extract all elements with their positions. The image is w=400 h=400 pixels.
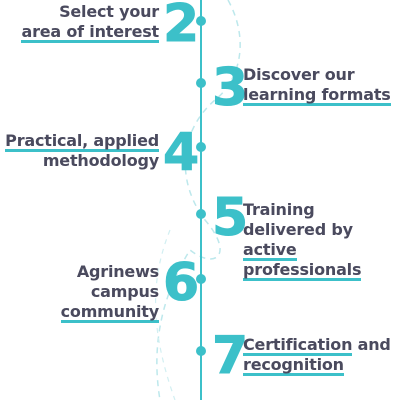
- step-7-line-2: recognition: [243, 355, 344, 376]
- step-2-line-1: Select your: [59, 2, 159, 21]
- step-3-line-2: learning formats: [243, 85, 391, 106]
- step-2-line-2: area of interest: [21, 22, 159, 43]
- step-6-line-1: Agrinews: [76, 262, 159, 281]
- step-4-dot: [196, 142, 206, 152]
- step-6-line-3: community: [60, 302, 159, 323]
- step-7-label: Certification and recognition: [243, 335, 391, 376]
- step-2-label: Select your area of interest: [21, 2, 159, 43]
- step-5-number: 5: [211, 188, 249, 248]
- step-5-line-3: active: [243, 240, 297, 261]
- step-7-dot: [196, 346, 206, 356]
- step-6-line-2: campus: [90, 282, 159, 301]
- step-6-label: Agrinews campus community: [60, 262, 159, 323]
- step-3-dot: [196, 78, 206, 88]
- step-3-number: 3: [211, 58, 249, 118]
- step-7-line-1: Certification: [243, 335, 353, 356]
- step-4-label: Practical, applied methodology: [5, 131, 159, 171]
- step-3-label: Discover our learning formats: [243, 65, 391, 106]
- step-7-number: 7: [211, 326, 249, 386]
- step-5-line-4: professionals: [243, 260, 362, 281]
- step-5-label: Training delivered by active professiona…: [243, 200, 362, 281]
- step-5-line-2: delivered by: [243, 220, 353, 239]
- step-5-dot: [196, 209, 206, 219]
- step-6-number: 6: [162, 253, 200, 313]
- step-7-line-1-rest: and: [352, 335, 391, 354]
- step-4-line-1: Practical, applied: [5, 131, 159, 152]
- step-5-line-1: Training: [243, 200, 315, 219]
- step-3-line-1: Discover our: [243, 65, 355, 84]
- step-4-number: 4: [162, 123, 200, 183]
- step-2-dot: [196, 16, 206, 26]
- step-4-line-2: methodology: [42, 151, 159, 170]
- step-6-dot: [196, 274, 206, 284]
- timeline-axis: [200, 0, 202, 400]
- step-2-number: 2: [162, 0, 200, 54]
